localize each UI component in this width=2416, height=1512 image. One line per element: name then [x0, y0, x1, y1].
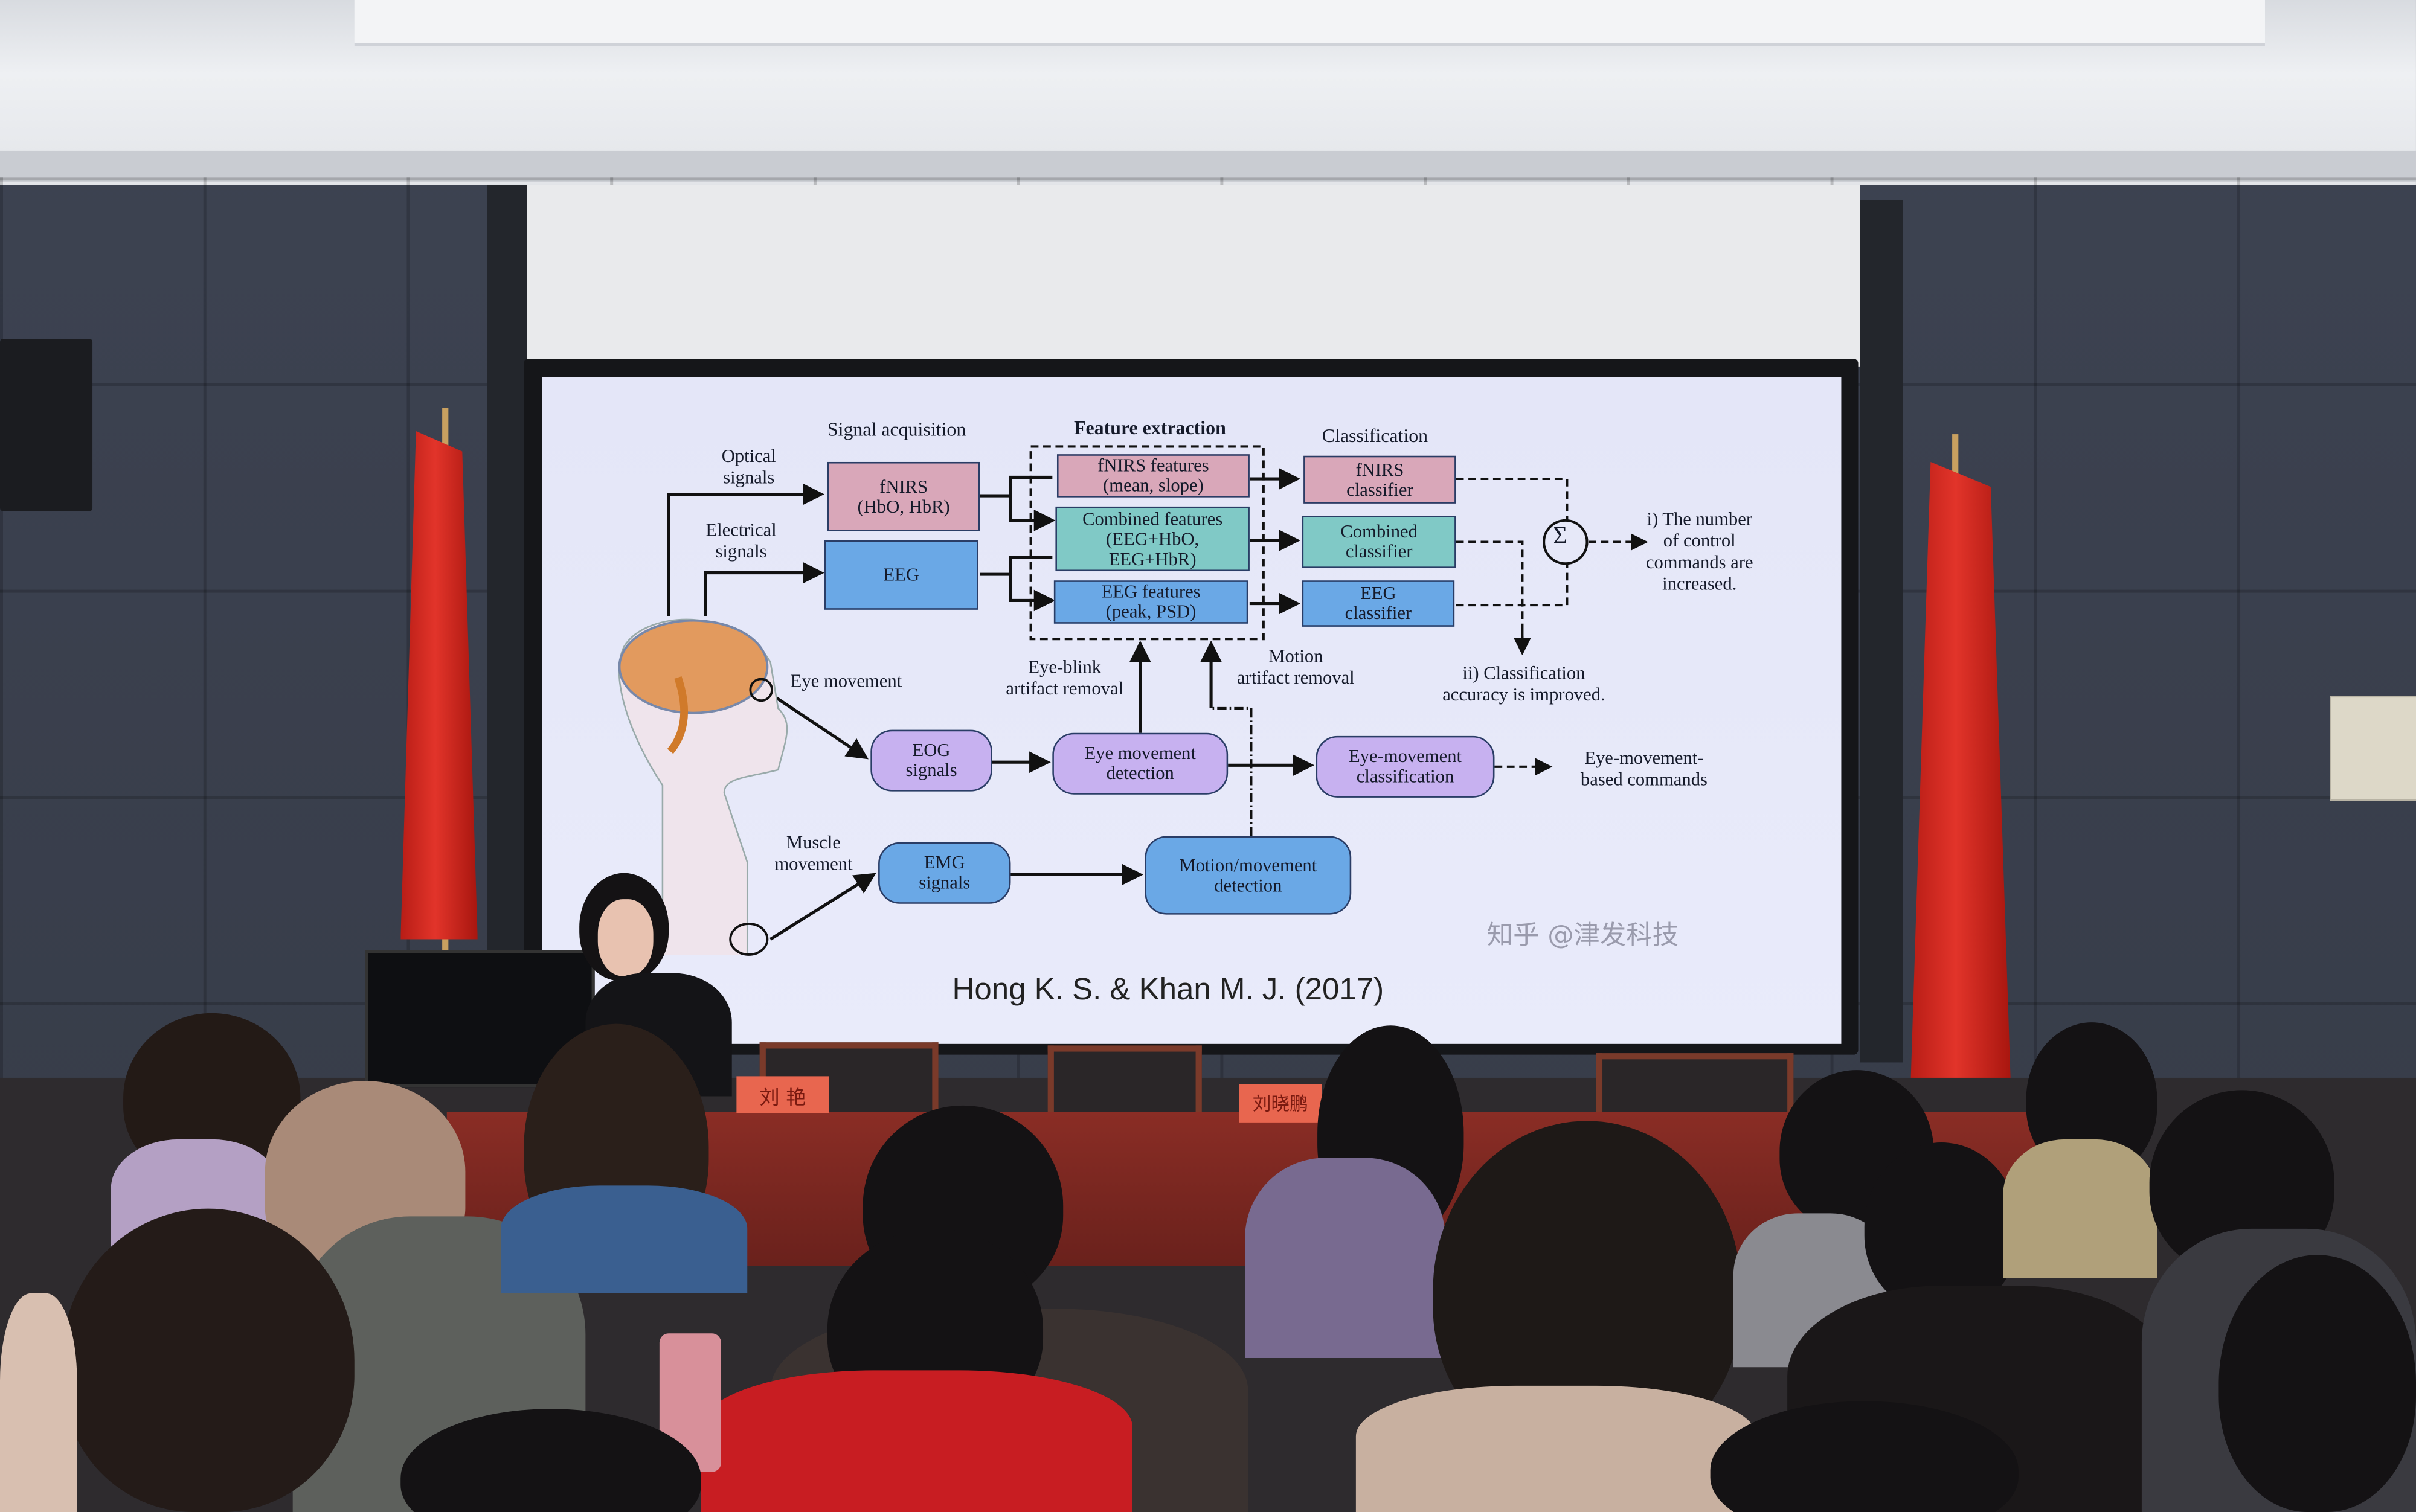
text: classification [1356, 765, 1454, 787]
header-signal-acquisition: Signal acquisition [827, 418, 966, 441]
text: Motion/movement [1179, 853, 1317, 876]
brain-illustration [618, 619, 769, 714]
text: Eye-movement [1349, 745, 1462, 767]
text: Motion [1268, 645, 1323, 667]
chair [1047, 1045, 1202, 1123]
text: EMG [924, 851, 965, 873]
eye-commands-label: Eye-movement-based commands [1560, 747, 1729, 790]
text: (mean, slope) [1103, 474, 1204, 496]
audience-member-body [1245, 1158, 1445, 1359]
name-plate: 刘 艳 [736, 1076, 829, 1113]
text: EOG [912, 738, 951, 761]
text: fNIRS [1355, 458, 1404, 480]
audience-red-coat [701, 1370, 1132, 1512]
text: commands are [1645, 551, 1753, 573]
text: EEG+HbR) [1108, 547, 1197, 569]
label-eye-movement: Eye movement [790, 670, 902, 691]
audience-member [400, 1409, 701, 1512]
text: detection [1106, 762, 1174, 784]
audience-member [1710, 1401, 2019, 1512]
wall-switch [2330, 696, 2416, 801]
text: i) The number [1647, 508, 1753, 530]
ceiling-edge [0, 150, 2416, 182]
text: Eye-movement- [1584, 746, 1704, 769]
header-feature-extraction: Feature extraction [1074, 417, 1226, 439]
left-pillar [487, 184, 527, 955]
text: Eye movement [1084, 742, 1196, 764]
text: Eye-blink [1028, 656, 1102, 678]
audience-member-body [0, 1293, 77, 1512]
text: (EEG+HbO, [1106, 527, 1200, 549]
sum-symbol: Σ [1553, 523, 1568, 550]
ceiling-panel [354, 0, 2265, 46]
text: Combined features [1082, 507, 1223, 529]
text: ii) Classification [1462, 662, 1586, 684]
audience-member [2218, 1255, 2416, 1512]
text: accuracy is improved. [1442, 684, 1605, 705]
wall-speaker [0, 338, 93, 511]
text: fNIRS features [1097, 454, 1209, 476]
audience-member-body [501, 1185, 748, 1293]
audience-member [1864, 1142, 2019, 1312]
text: (peak, PSD) [1105, 600, 1197, 623]
eeg-features-box: EEG features(peak, PSD) [1053, 580, 1248, 624]
text: detection [1214, 874, 1282, 895]
text: artifact removal [1237, 667, 1355, 688]
text: EEG [1360, 581, 1396, 604]
citation: Hong K. S. & Khan M. J. (2017) [952, 973, 1384, 1007]
audience-member-body [2003, 1139, 2157, 1278]
text: increased. [1662, 572, 1737, 595]
combined-features-box: Combined features(EEG+HbO,EEG+HbR) [1055, 506, 1250, 572]
presenter-face [597, 899, 654, 976]
text: classifier [1345, 540, 1413, 562]
label-electrical-signals: Electrical signals [705, 519, 777, 562]
fnirs-features-box: fNIRS features(mean, slope) [1056, 454, 1250, 498]
text: artifact removal [1006, 677, 1124, 699]
right-pillar [1860, 200, 1903, 1063]
text: signals [919, 871, 971, 893]
fnirs-box: fNIRS(HbO, HbR) [827, 461, 980, 531]
watermark: 知乎 @津发科技 [1486, 920, 1679, 952]
label-optical-signals: Optical signals [721, 444, 776, 489]
upper-wall [527, 184, 1860, 367]
eeg-box: EEG [824, 540, 978, 610]
text: EEG features [1101, 580, 1201, 603]
audience-member [62, 1208, 355, 1512]
text: classifier [1345, 602, 1412, 624]
name-plate: 刘晓鹏 [1239, 1084, 1322, 1123]
fnirs-text: fNIRS [879, 475, 928, 497]
label-muscle-movement: Muscle movement [774, 831, 853, 875]
text: classifier [1346, 478, 1413, 500]
header-classification: Classification [1322, 424, 1428, 447]
text: signals [905, 759, 957, 781]
text: Combined [1340, 520, 1418, 542]
text: of control [1663, 530, 1736, 551]
text: based commands [1580, 768, 1708, 790]
fnirs-sub-text: (HbO, HbR) [857, 495, 950, 517]
audience-member-body [1355, 1385, 1757, 1512]
